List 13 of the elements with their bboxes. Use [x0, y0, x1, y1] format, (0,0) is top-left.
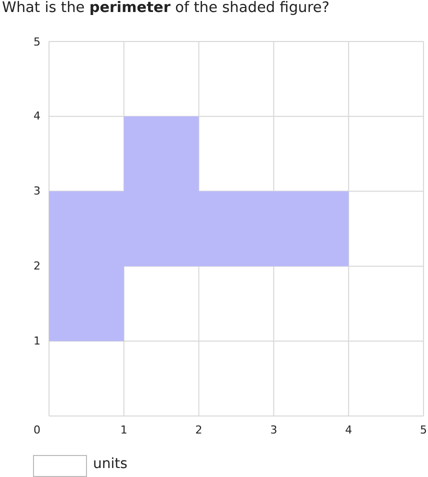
- axis-tick-label: 1: [34, 334, 40, 348]
- axis-tick-label: 0: [34, 424, 40, 436]
- axis-tick-label: 5: [34, 35, 40, 48]
- axis-tick-label: 4: [34, 110, 40, 123]
- axis-tick-label: 4: [345, 424, 352, 436]
- axis-tick-label: 3: [34, 184, 40, 198]
- units-label: units: [93, 456, 128, 472]
- axis-tick-label: 5: [420, 424, 427, 436]
- axis-tick-label: 3: [270, 424, 278, 436]
- axis-tick-label: 1: [120, 424, 128, 436]
- axis-tick-label: 2: [34, 260, 40, 273]
- axis-tick-label: 2: [195, 424, 202, 436]
- question-text: What is the perimeter of the shaded figure?: [2, 0, 330, 16]
